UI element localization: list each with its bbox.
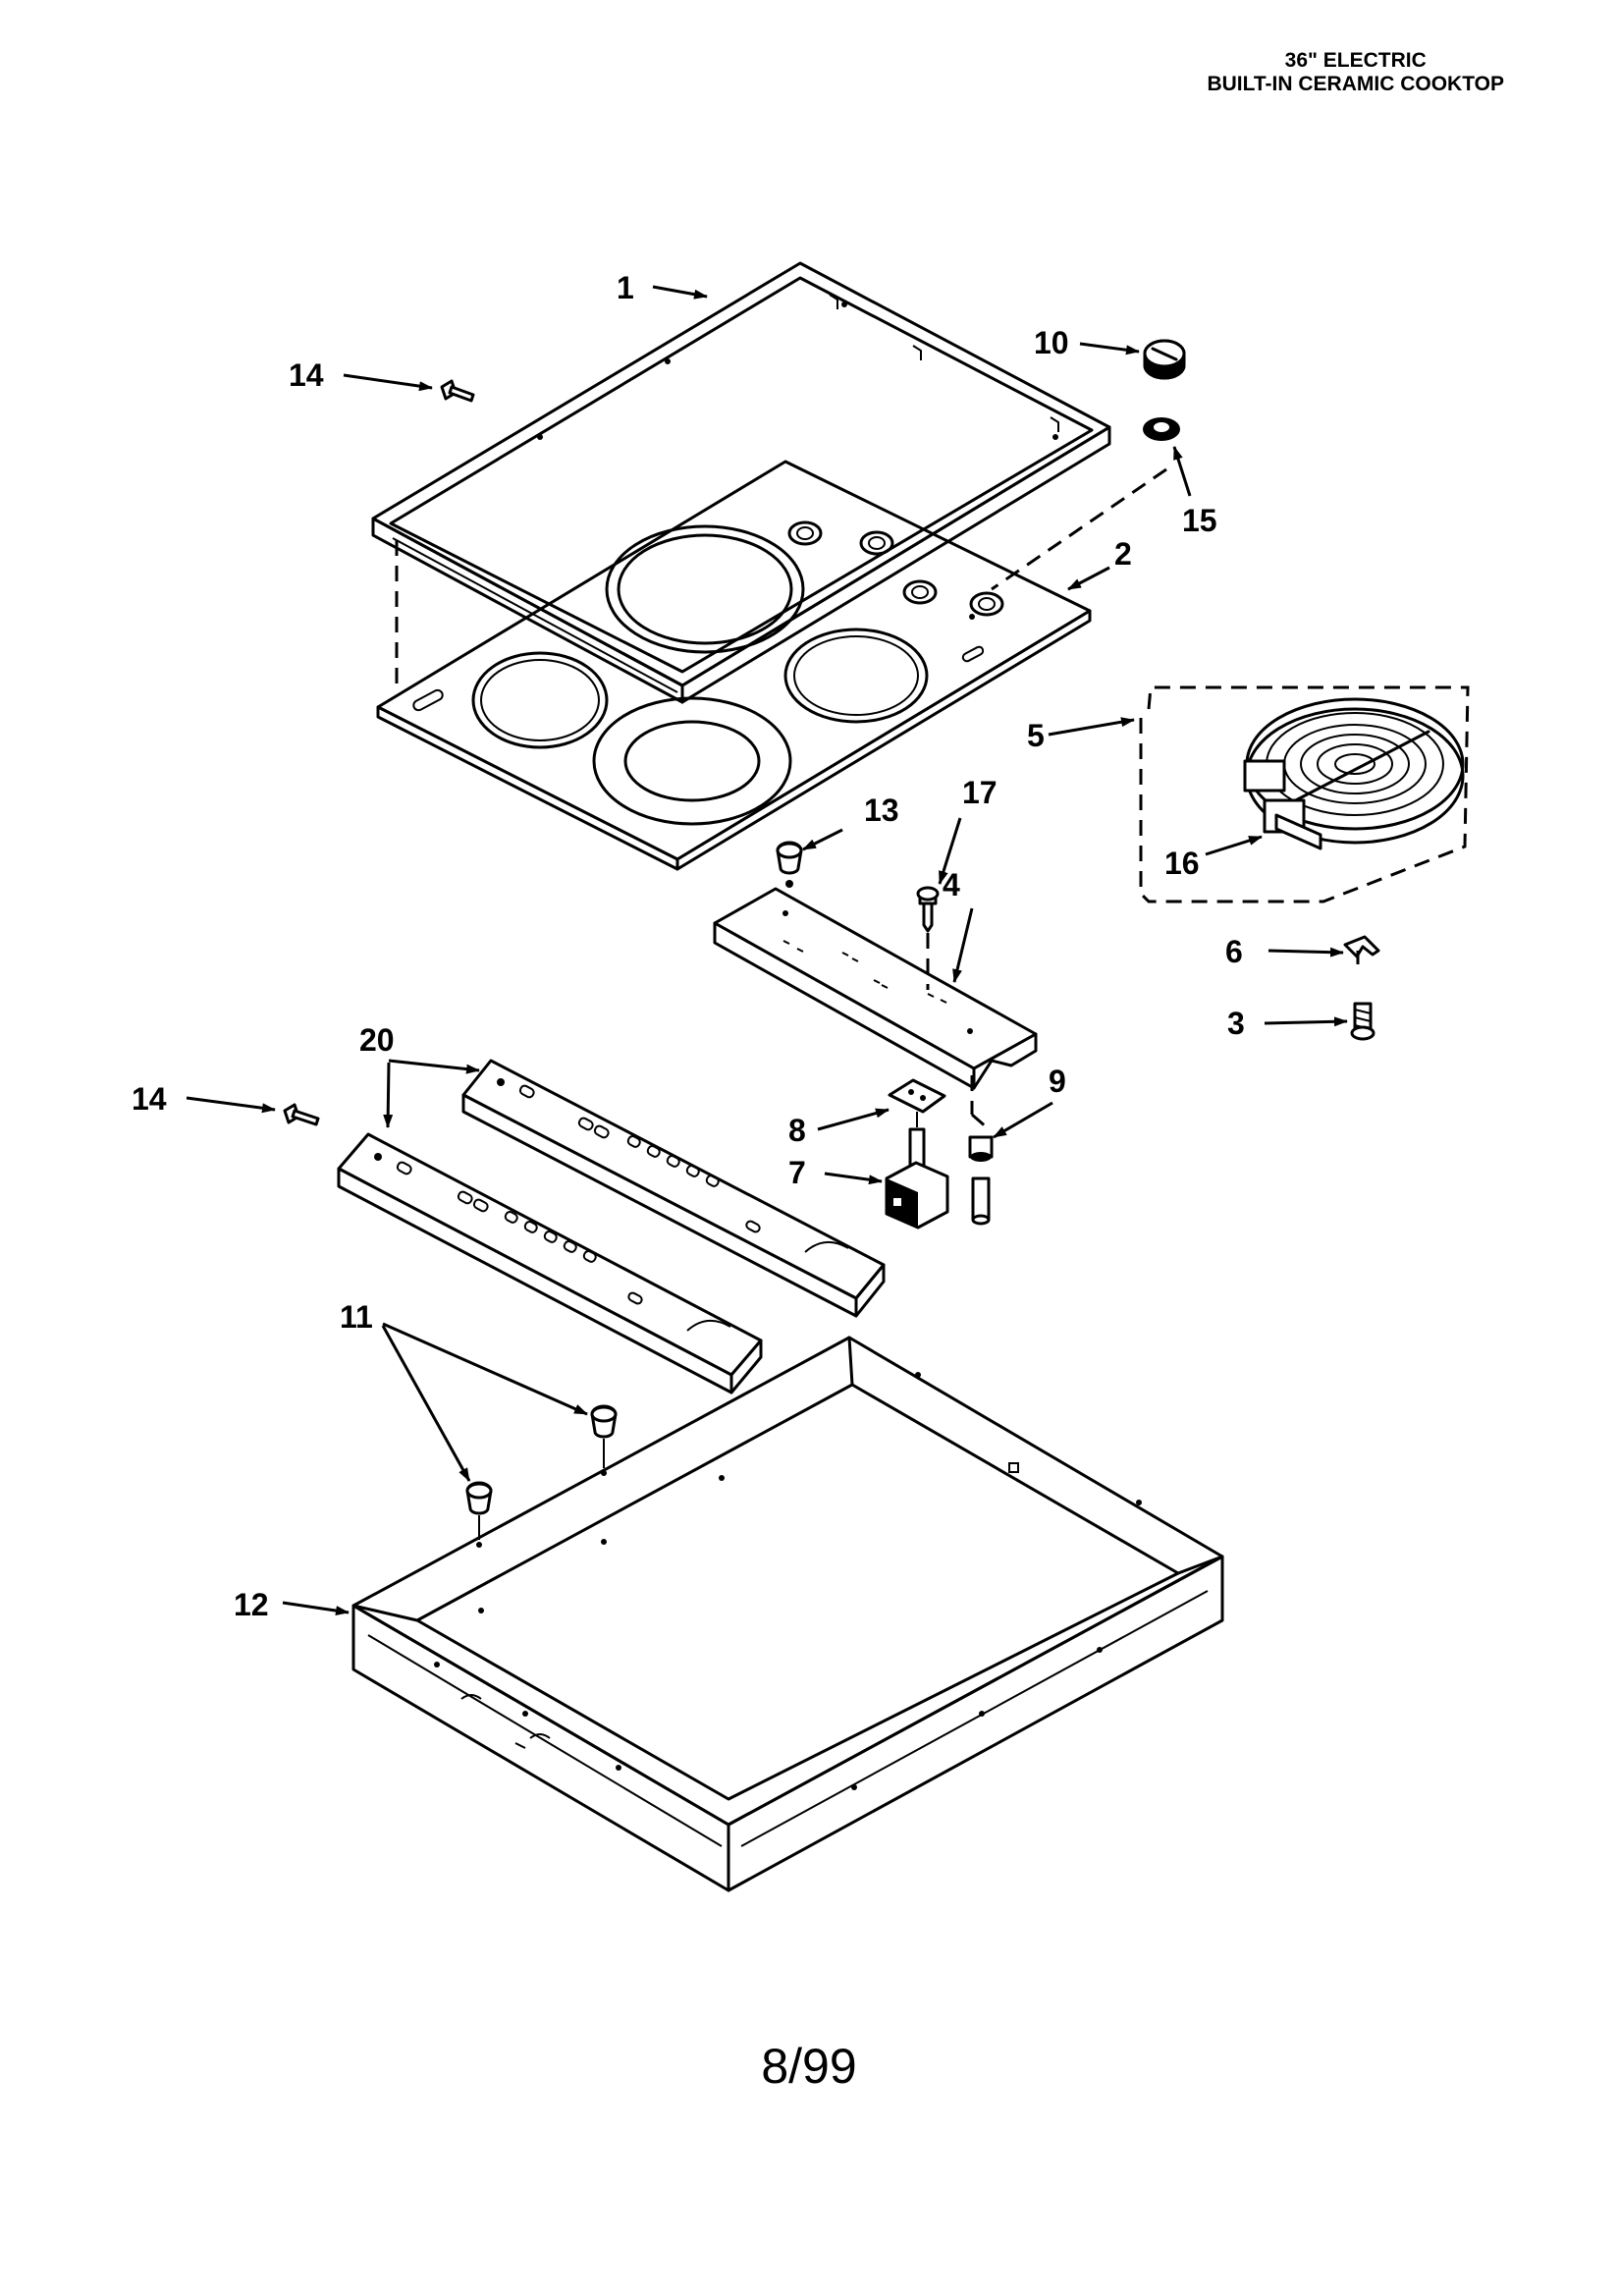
knob-washer: [1143, 417, 1180, 441]
callout-2: 2: [1114, 536, 1132, 572]
bumper-11-rear: [590, 1404, 618, 1476]
control-knob: [1143, 339, 1186, 380]
header-line-1: 36" ELECTRIC: [1284, 49, 1427, 72]
infinite-switch: [885, 1127, 949, 1230]
callout-7: 7: [788, 1155, 806, 1190]
callout-10: 10: [1034, 325, 1069, 360]
element-clip: [1343, 935, 1380, 964]
bumper-11-front: [465, 1481, 493, 1548]
callout-11: 11: [340, 1299, 373, 1335]
ceramic-glass-top: [376, 460, 1092, 871]
header-line-2: BUILT-IN CERAMIC COOKTOP: [1207, 73, 1504, 95]
bumper-13: [776, 841, 803, 888]
bottom-chassis-tray: [351, 1336, 1224, 1892]
screw-14-upper: [440, 379, 475, 403]
callout-12: 12: [234, 1587, 269, 1622]
screw-3: [1350, 1002, 1375, 1041]
callout-9: 9: [1049, 1064, 1066, 1099]
screw-17: [916, 886, 940, 990]
callout-16: 16: [1164, 846, 1200, 881]
leader-arrows: [186, 285, 1348, 1616]
callout-8: 8: [788, 1113, 806, 1148]
callout-20: 20: [359, 1022, 395, 1058]
callout-15: 15: [1182, 503, 1217, 538]
switch-mounting-plate: [888, 1078, 946, 1127]
callout-5: 5: [1027, 718, 1045, 753]
callout-17: 17: [962, 775, 998, 810]
callout-3: 3: [1227, 1006, 1245, 1041]
callout-1: 1: [617, 270, 634, 305]
diagram-header: 36" ELECTRIC BUILT-IN CERAMIC COOKTOP: [1207, 49, 1504, 96]
callout-13: 13: [864, 793, 899, 828]
control-rails: [337, 1059, 886, 1394]
callout-6: 6: [1225, 934, 1243, 969]
fuse-holder: [968, 1075, 994, 1226]
screw-14-lower: [283, 1103, 320, 1126]
cooktop-frame: [371, 261, 1111, 704]
callout-14-lower: 14: [132, 1081, 167, 1117]
callout-4: 4: [943, 867, 960, 902]
callout-14-upper: 14: [289, 357, 324, 393]
page-number: 8/99: [761, 2039, 857, 2094]
control-panel-bracket: [713, 887, 1038, 1090]
surface-element-assembly: [1139, 685, 1470, 903]
